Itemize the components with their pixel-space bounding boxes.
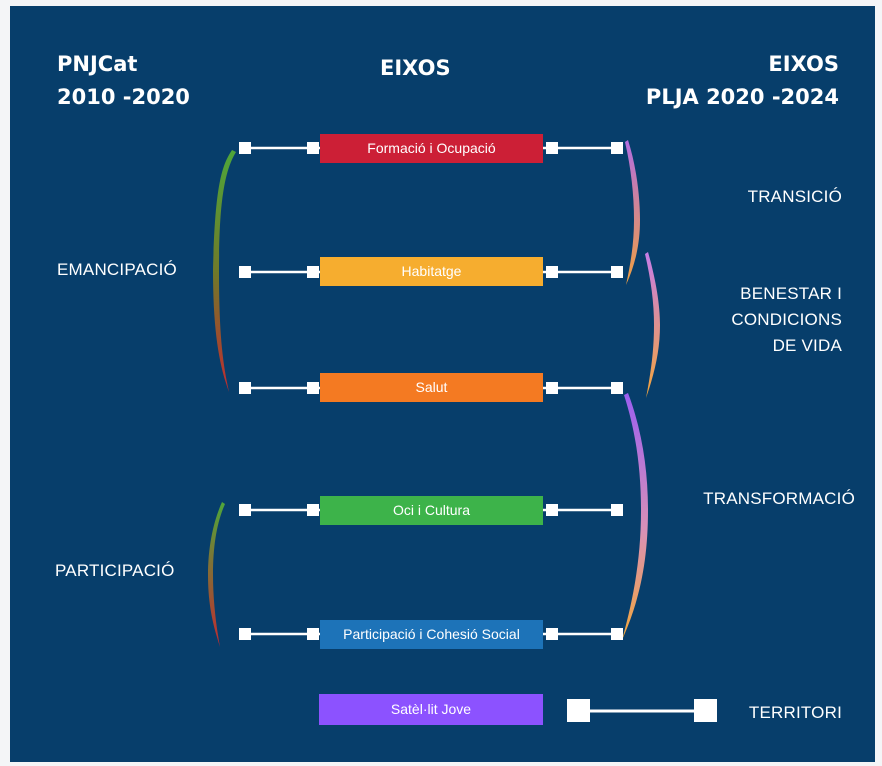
- group-label-participacio: PARTICIPACIÓ: [55, 561, 175, 580]
- right-header-title: EIXOS: [768, 52, 839, 76]
- group-label-territori: TERRITORI: [748, 703, 842, 722]
- connector-node: [307, 266, 319, 278]
- connector-node: [239, 382, 251, 394]
- transformacio-bracket: [622, 393, 648, 640]
- connector-node: [239, 142, 251, 154]
- group-label-benestar-line3: DE VIDA: [772, 336, 842, 355]
- connector-node: [239, 628, 251, 640]
- connector-node: [546, 266, 558, 278]
- axis-box-oci: Oci i Cultura: [320, 496, 543, 525]
- connector-node: [611, 142, 623, 154]
- connector-node: [611, 266, 623, 278]
- connector-node: [307, 504, 319, 516]
- connector-node: [546, 142, 558, 154]
- center-header: EIXOS: [380, 56, 451, 80]
- connector-node: [611, 628, 623, 640]
- group-label-emancipacio: EMANCIPACIÓ: [57, 260, 177, 279]
- axis-box-satellit: Satèl·lit Jove: [319, 694, 543, 725]
- connector-node: [611, 504, 623, 516]
- group-label-benestar-line1: BENESTAR I: [740, 284, 842, 303]
- axis-box-participacio-cohesio: Participació i Cohesió Social: [320, 620, 543, 649]
- axis-box-formacio: Formació i Ocupació: [320, 134, 543, 163]
- axis-box-habitatge: Habitatge: [320, 257, 543, 286]
- left-header-years: 2010 -2020: [57, 85, 190, 109]
- benestar-bracket: [645, 252, 660, 398]
- connector-node: [307, 142, 319, 154]
- connector-node: [239, 266, 251, 278]
- connector-node: [611, 382, 623, 394]
- group-label-transformacio: TRANSFORMACIÓ: [703, 489, 855, 508]
- axis-box-salut: Salut: [320, 373, 543, 402]
- connector-node: [307, 382, 319, 394]
- transicio-bracket: [625, 140, 640, 285]
- left-header-title: PNJCat: [57, 52, 138, 76]
- connector-node: [546, 504, 558, 516]
- connector-node: [546, 628, 558, 640]
- connector-node: [239, 504, 251, 516]
- group-label-benestar-line2: CONDICIONS: [731, 310, 842, 329]
- connector-node: [307, 628, 319, 640]
- group-label-transicio: TRANSICIÓ: [747, 187, 842, 206]
- territori-node-right: [694, 699, 717, 722]
- connector-node: [546, 382, 558, 394]
- emancipacio-bracket: [213, 150, 236, 392]
- participacio-bracket: [208, 502, 225, 647]
- right-header-years: PLJA 2020 -2024: [645, 85, 839, 109]
- territori-node-left: [567, 699, 590, 722]
